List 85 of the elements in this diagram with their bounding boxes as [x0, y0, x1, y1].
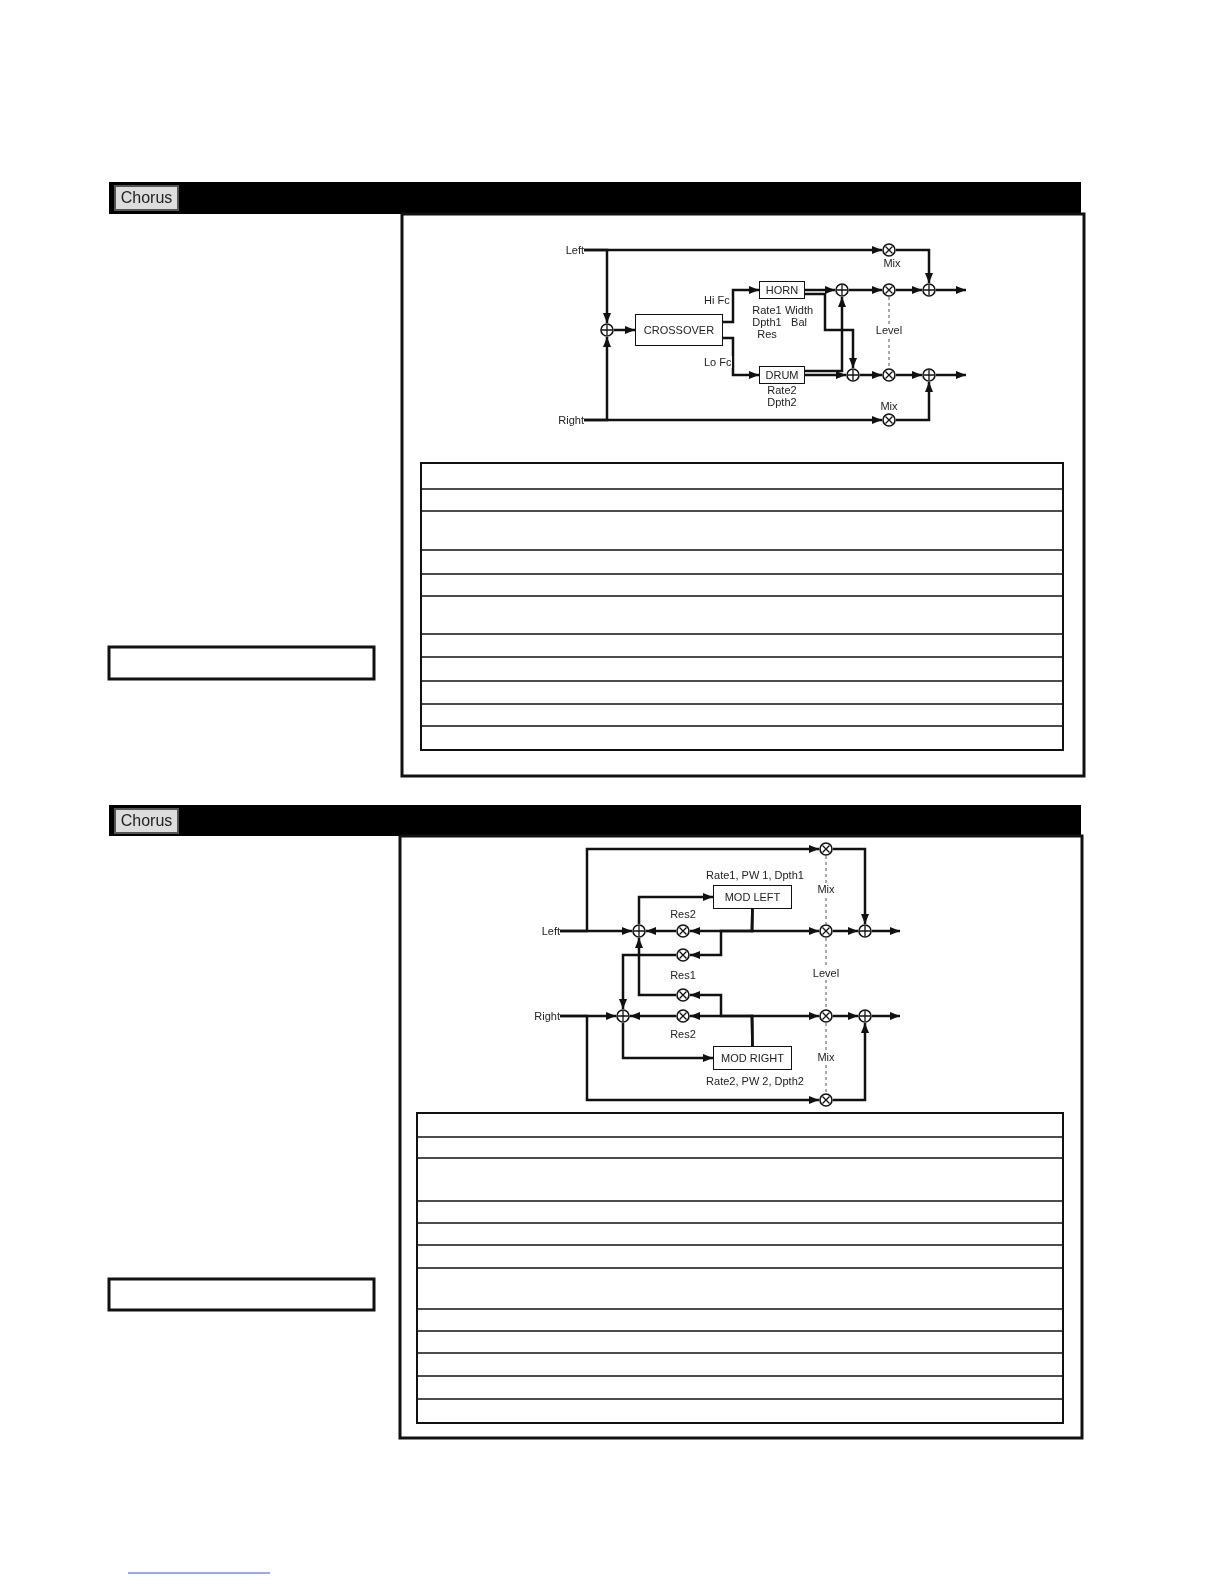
multiplier-junction — [819, 1093, 833, 1107]
dashed-line — [825, 1022, 827, 1094]
summing-junction — [858, 1009, 872, 1023]
summing-junction — [600, 323, 614, 337]
summing-junction — [922, 368, 936, 382]
arrow — [637, 893, 713, 924]
signal-label: Left — [552, 243, 584, 257]
arrow — [803, 297, 846, 373]
parameter-label: Rate2, PW 2, Dpth2 — [705, 1075, 805, 1087]
parameter-label: Mix — [816, 1051, 836, 1063]
arrow — [560, 845, 819, 933]
process-box: MOD LEFT — [713, 885, 792, 909]
process-box: DRUM — [759, 366, 805, 384]
multiplier-junction — [819, 924, 833, 938]
multiplier-junction — [819, 842, 833, 856]
arrow — [833, 1023, 869, 1102]
arrow — [805, 286, 835, 294]
process-box: CROSSOVER — [635, 314, 723, 346]
parameter-label: Mix — [816, 883, 836, 895]
arrow — [833, 1012, 858, 1020]
dashed-line — [825, 937, 827, 1010]
arrow — [646, 927, 676, 935]
multiplier-junction — [676, 924, 690, 938]
summing-junction — [632, 924, 646, 938]
arrow — [872, 1012, 900, 1020]
arrow — [896, 248, 933, 283]
parameter-label: Mix — [879, 400, 899, 412]
section-tab: Chorus — [114, 808, 179, 834]
parameter-label: Res1 — [669, 969, 697, 981]
arrow — [803, 292, 857, 368]
arrow — [936, 286, 966, 294]
process-box: HORN — [759, 281, 805, 299]
arrow — [896, 286, 922, 294]
arrow — [721, 336, 759, 379]
parameter-label: Mix — [882, 257, 902, 269]
arrow — [619, 953, 676, 1009]
arrow — [630, 1012, 676, 1020]
multiplier-junction — [676, 988, 690, 1002]
dashed-line — [888, 296, 890, 369]
multiplier-junction — [882, 368, 896, 382]
signal-label: Right — [548, 413, 584, 427]
arrow — [833, 927, 858, 935]
parameter-label: Width Bal — [783, 304, 815, 328]
arrow — [690, 909, 754, 959]
multiplier-junction — [882, 243, 896, 257]
arrow — [721, 286, 759, 324]
dashed-line — [825, 855, 827, 925]
multiplier-junction — [882, 283, 896, 297]
multiplier-junction — [882, 413, 896, 427]
arrow — [872, 927, 900, 935]
arrow — [560, 1014, 819, 1104]
process-box: MOD RIGHT — [713, 1046, 792, 1070]
summing-junction — [835, 283, 849, 297]
summing-junction — [922, 283, 936, 297]
arrow — [860, 371, 882, 379]
signal-label: Right — [520, 1009, 560, 1023]
arrow — [849, 286, 882, 294]
multiplier-junction — [819, 1009, 833, 1023]
summing-junction — [616, 1009, 630, 1023]
arrow — [584, 337, 611, 422]
summing-junction — [846, 368, 860, 382]
arrow — [805, 371, 846, 379]
arrow — [690, 991, 754, 1046]
arrow — [621, 1023, 713, 1062]
edge-label: Hi Fc — [704, 294, 730, 306]
parameter-label: Rate2 Dpth2 — [766, 384, 798, 408]
parameter-label: Level — [811, 967, 841, 979]
arrow — [936, 371, 966, 379]
parameter-label: Level — [874, 324, 904, 336]
arrow — [896, 382, 933, 422]
parameter-label: Res2 — [669, 908, 697, 920]
summing-junction — [858, 924, 872, 938]
section-tab: Chorus — [114, 185, 179, 211]
arrow — [896, 371, 922, 379]
arrow — [833, 847, 869, 924]
arrow — [614, 326, 635, 334]
parameter-label: Rate1 Dpth1 Res — [751, 304, 783, 340]
parameter-label: Res2 — [669, 1028, 697, 1040]
parameter-label: Rate1, PW 1, Dpth1 — [705, 869, 805, 881]
signal-label: Left — [528, 924, 560, 938]
multiplier-junction — [676, 1009, 690, 1023]
edge-label: Lo Fc — [704, 356, 732, 368]
multiplier-junction — [676, 948, 690, 962]
arrow — [635, 938, 676, 997]
arrow — [584, 248, 611, 323]
